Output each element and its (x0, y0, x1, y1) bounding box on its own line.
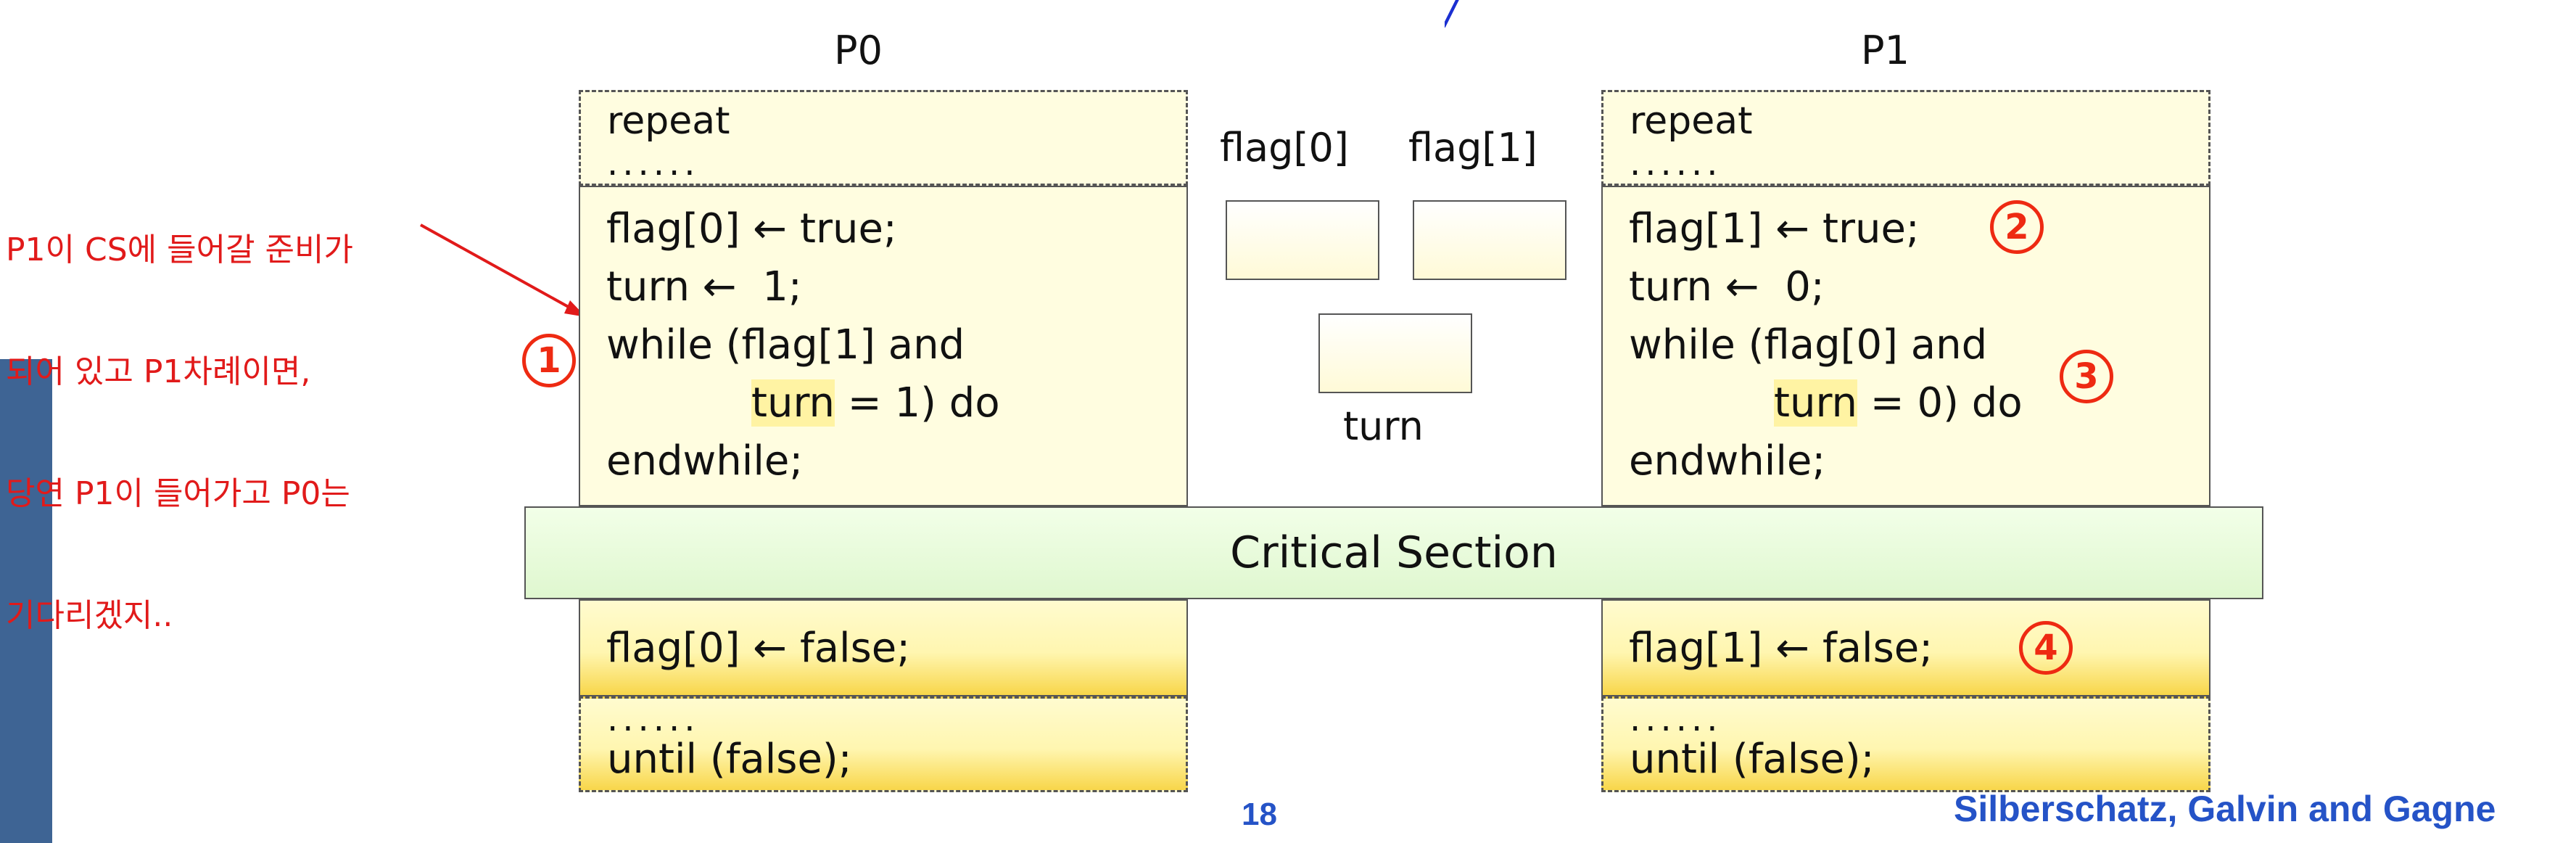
flag1-label: flag[1] (1408, 125, 1537, 170)
flag1-box (1413, 200, 1566, 280)
critical-section: Critical Section (524, 506, 2263, 599)
title-fragment: / (1445, 0, 1458, 29)
p1-line3: while (flag[0] and (1629, 321, 1988, 369)
p1-until-box: ...... until (false); (1601, 696, 2210, 792)
p0-dots: ...... (607, 143, 700, 184)
p0-until: until (false); (607, 736, 852, 783)
p1-line5: endwhile; (1629, 437, 1826, 485)
p1-entry-box: flag[1] ← true; turn ← 0; while (flag[0]… (1601, 186, 2210, 506)
step-marker-1: 1 (522, 334, 576, 387)
p1-repeat-box: repeat ...... (1601, 90, 2210, 186)
p0-dots2: ...... (607, 699, 700, 739)
p1-turn-highlight: turn (1774, 379, 1857, 427)
step-marker-2: 2 (1990, 200, 2044, 254)
note-line: 되어 있고 P1차례이면, (6, 353, 311, 390)
p0-until-box: ...... until (false); (579, 696, 1188, 792)
p0-line4-rest: = 1) do (834, 379, 1000, 427)
p0-line5: endwhile; (606, 437, 804, 485)
p1-line1: flag[1] ← true; (1629, 205, 1920, 252)
p0-turn-highlight: turn (751, 379, 835, 427)
p0-repeat-box: repeat ...... (579, 90, 1188, 186)
p1-line4: turn = 0) do (1774, 374, 2023, 432)
note-line: 기다리겠지.. (6, 597, 173, 634)
p0-title: P0 (834, 28, 883, 73)
p1-until: until (false); (1630, 736, 1875, 783)
p1-exit-box: flag[1] ← false; (1601, 599, 2210, 696)
p1-dots: ...... (1630, 143, 1722, 184)
p1-dots2: ...... (1630, 699, 1722, 739)
footer-authors: Silberschatz, Galvin and Gagne (1954, 789, 2496, 829)
p0-exit-box: flag[0] ← false; (579, 599, 1188, 696)
p1-exit: flag[1] ← false; (1629, 625, 1933, 672)
p0-line3: while (flag[1] and (606, 321, 965, 369)
note-line: 당연 P1이 들어가고 P0는 (6, 475, 350, 512)
left-sidebar-bar (0, 359, 52, 843)
p1-line2: turn ← 0; (1629, 263, 1825, 311)
p1-repeat: repeat (1630, 99, 1753, 143)
p1-line4-rest: = 0) do (1857, 379, 2023, 427)
p0-line2: turn ← 1; (606, 263, 802, 311)
step-marker-4: 4 (2019, 621, 2073, 675)
turn-label: turn (1343, 403, 1424, 449)
flag0-box (1226, 200, 1379, 280)
page-number: 18 (1242, 797, 1277, 832)
p0-entry-box: flag[0] ← true; turn ← 1; while (flag[1]… (579, 186, 1188, 506)
p0-line1: flag[0] ← true; (606, 205, 897, 252)
step-marker-3: 3 (2060, 350, 2113, 403)
p1-title: P1 (1861, 28, 1910, 73)
turn-box (1318, 313, 1472, 393)
p0-line4: turn = 1) do (751, 374, 1000, 432)
note-line: P1이 CS에 들어갈 준비가 (6, 231, 353, 268)
p0-repeat: repeat (607, 99, 730, 143)
p0-exit: flag[0] ← false; (606, 625, 911, 672)
flag0-label: flag[0] (1220, 125, 1349, 170)
annotation-note: P1이 CS에 들어갈 준비가 되어 있고 P1차례이면, 당연 P1이 들어가… (6, 149, 353, 677)
